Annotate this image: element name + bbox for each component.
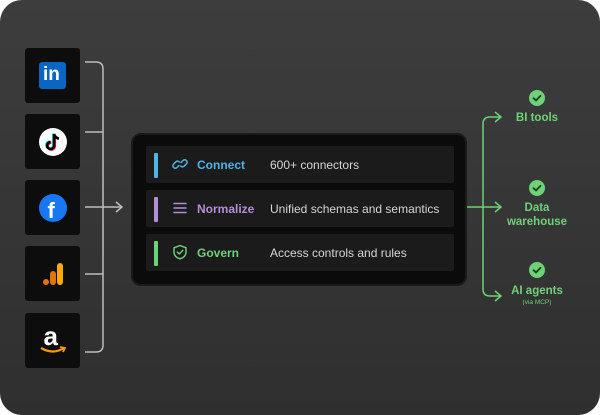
destination-bi-tools: BI tools [497,111,577,125]
step-color-bar [154,241,158,266]
analytics-icon [42,262,63,285]
pipeline-panel: Connect 600+ connectors Normalize Unifie… [131,133,467,286]
step-color-bar [154,197,158,222]
step-connect: Connect 600+ connectors [146,146,454,183]
check-icon [529,180,545,196]
shield-check-icon [173,244,187,260]
check-icon [529,90,545,106]
destination-label: Data [524,202,550,214]
check-icon [529,262,545,278]
destination-label: AI agents [511,285,563,297]
link-icon [172,159,188,169]
source-amazon: a [25,313,80,368]
source-linkedin: in [25,48,80,103]
destination-data-warehouse: Data warehouse [497,201,577,229]
source-facebook: f [25,180,80,235]
tiktok-icon [38,127,67,156]
facebook-icon: f [38,193,67,222]
step-label: Connect [197,158,245,172]
step-govern: Govern Access controls and rules [146,234,454,271]
step-description: Access controls and rules [270,246,407,260]
list-icon [173,202,187,214]
destination-label-line2: warehouse [506,216,568,228]
step-description: Unified schemas and semantics [270,202,440,216]
step-normalize: Normalize Unified schemas and semantics [146,190,454,227]
destination-label: BI tools [515,112,559,124]
step-color-bar [154,153,158,178]
step-label: Normalize [197,202,255,216]
destination-ai-agents: AI agents (via MCP) [497,284,577,307]
step-description: 600+ connectors [270,158,360,172]
step-label: Govern [197,246,240,260]
source-google-analytics [25,246,80,301]
destination-sublabel: (via MCP) [522,299,552,306]
linkedin-icon: in [39,62,66,89]
amazon-icon: a [38,322,68,356]
source-tiktok [25,114,80,169]
